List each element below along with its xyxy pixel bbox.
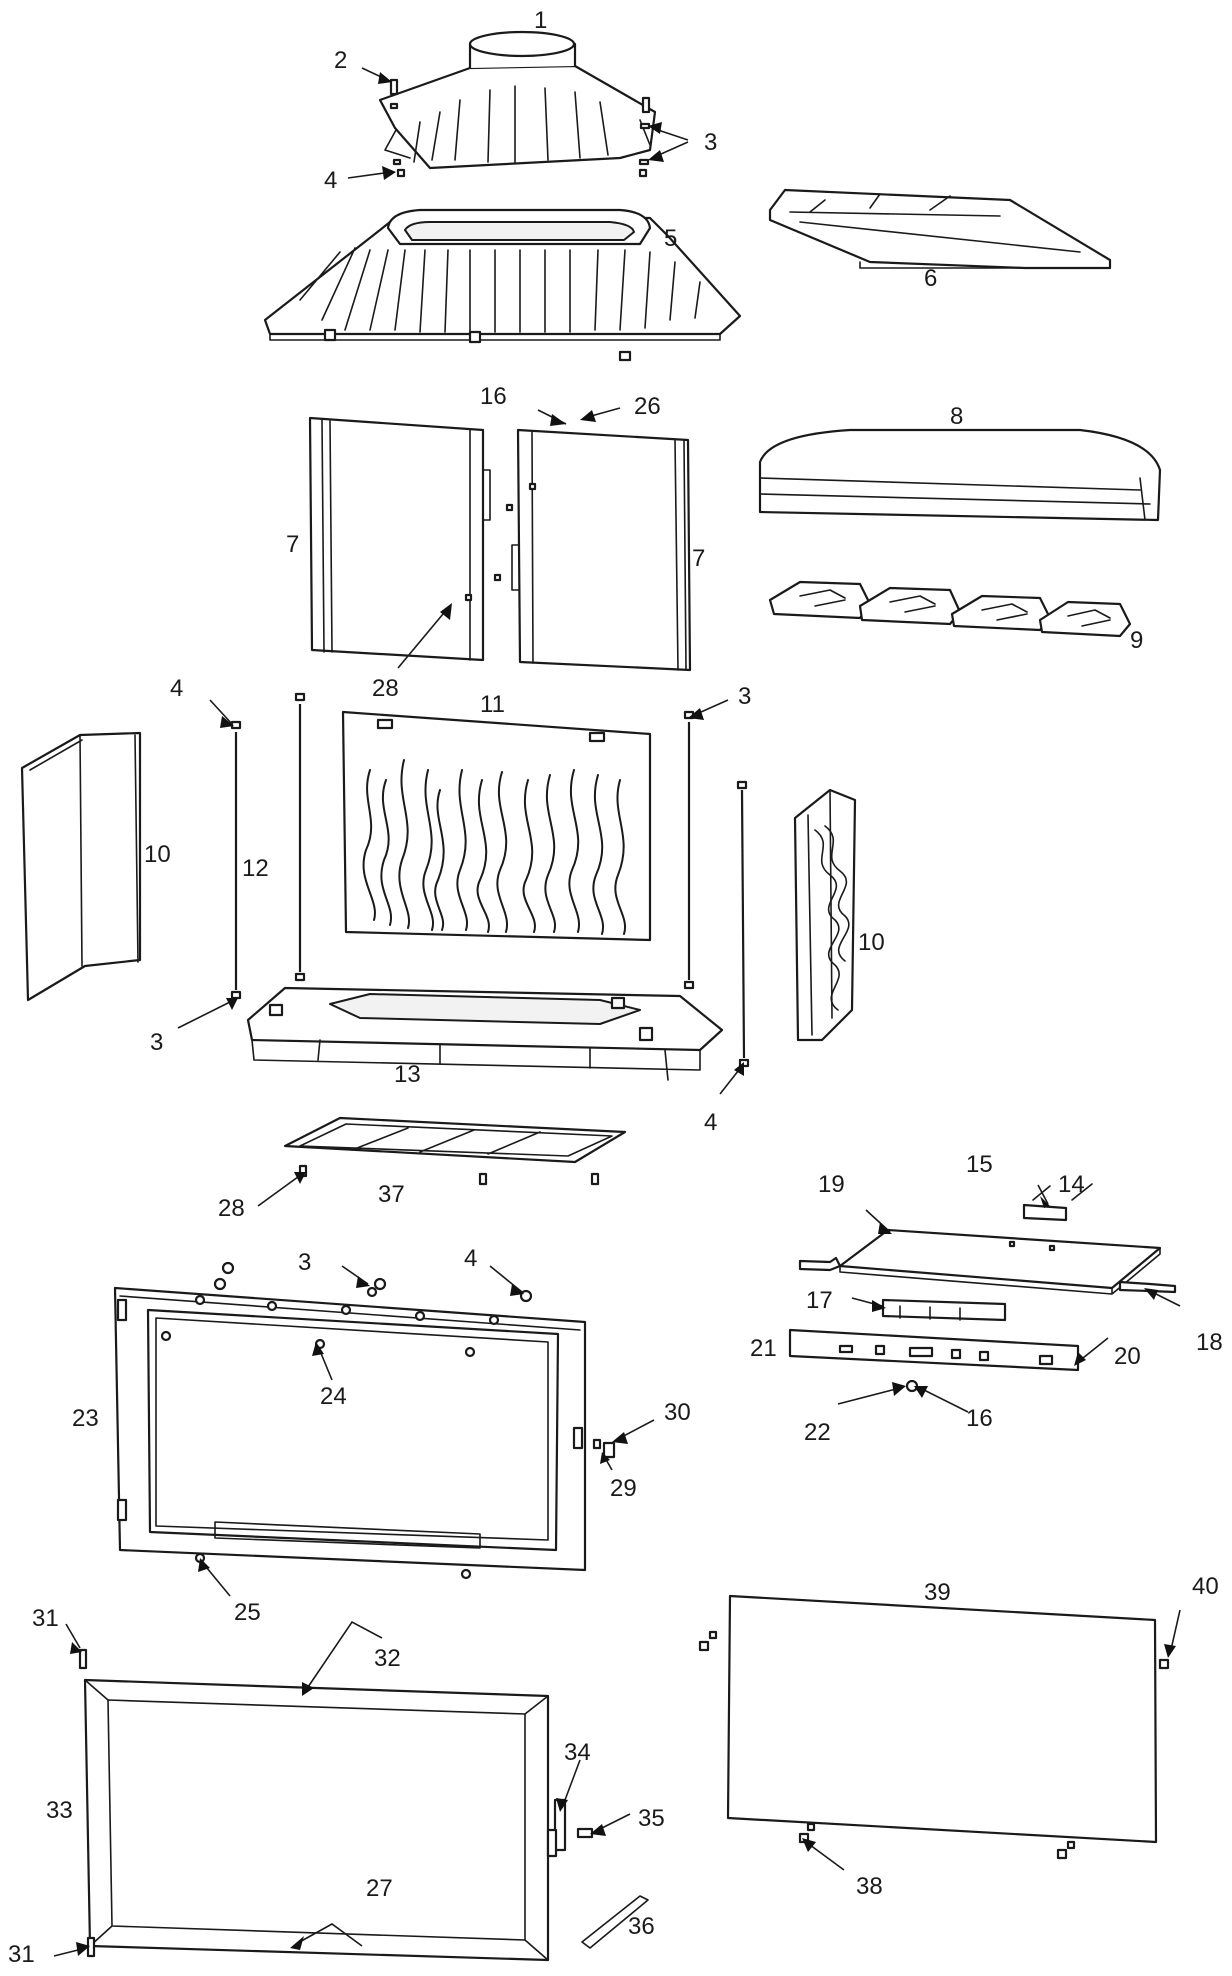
- callout-numbers: 1 2 3 4 5 6 16 26 8 7 7 28 9 4 11 3 10 1…: [8, 7, 1223, 1968]
- callout-21: 21: [750, 1335, 777, 1362]
- part-top-casting: [263, 208, 742, 362]
- callout-29: 29: [610, 1475, 637, 1502]
- callout-34: 34: [564, 1739, 591, 1766]
- callout-23: 23: [72, 1405, 99, 1432]
- callout-22: 22: [804, 1419, 831, 1446]
- callout-37: 37: [378, 1181, 405, 1208]
- callout-24: 24: [320, 1383, 347, 1410]
- callout-16: 16: [966, 1405, 993, 1432]
- part-flue-collar: [378, 30, 657, 170]
- part-rods: [230, 692, 750, 1068]
- part-handle: [581, 1895, 649, 1949]
- callout-30: 30: [664, 1399, 691, 1426]
- callout-11: 11: [480, 691, 505, 718]
- part-brick-ledge: [758, 428, 1162, 522]
- callout-15: 15: [966, 1151, 993, 1178]
- callout-5: 5: [664, 225, 677, 252]
- part-baffle-plate: [768, 188, 1112, 270]
- callout-3: 3: [704, 129, 717, 156]
- callout-38: 38: [856, 1873, 883, 1900]
- callout-36: 36: [628, 1913, 655, 1940]
- callout-16: 16: [480, 383, 507, 410]
- callout-26: 26: [634, 393, 661, 420]
- callout-3: 3: [738, 683, 751, 710]
- callout-19: 19: [818, 1171, 845, 1198]
- callout-31-bottom: 31: [8, 1941, 35, 1968]
- callout-4: 4: [704, 1109, 717, 1136]
- callout-10-right: 10: [858, 929, 885, 956]
- part-air-tray: [788, 1183, 1177, 1393]
- part-ash-grate: [283, 1116, 627, 1186]
- part-flame-grate: [341, 710, 652, 942]
- part-glass-panel: [698, 1594, 1170, 1860]
- callout-20: 20: [1114, 1343, 1141, 1370]
- callout-18: 18: [1196, 1329, 1223, 1356]
- callout-8: 8: [950, 403, 963, 430]
- callout-1: 1: [534, 7, 547, 34]
- part-side-panel-right: [493, 428, 692, 672]
- callout-2: 2: [334, 47, 347, 74]
- callout-17: 17: [806, 1287, 833, 1314]
- part-side-panel-left: [308, 416, 491, 662]
- callout-31-top: 31: [32, 1605, 59, 1632]
- callout-35: 35: [638, 1805, 665, 1832]
- part-door-bolts: [213, 1261, 533, 1303]
- callout-28: 28: [218, 1195, 245, 1222]
- callout-40: 40: [1192, 1573, 1219, 1600]
- callout-7-left: 7: [286, 531, 299, 558]
- callout-12: 12: [242, 855, 269, 882]
- callout-3: 3: [298, 1249, 311, 1276]
- callout-25: 25: [234, 1599, 261, 1626]
- part-glass-frame: [78, 1648, 594, 1962]
- part-screws-top: [389, 78, 651, 178]
- callout-32: 32: [374, 1645, 401, 1672]
- callout-28: 28: [372, 675, 399, 702]
- callout-39: 39: [924, 1579, 951, 1606]
- part-base-casting: [246, 986, 724, 1081]
- part-side-brick-left: [20, 731, 142, 1002]
- part-latch: [592, 1438, 616, 1459]
- part-door-frame: [113, 1286, 587, 1580]
- leaders: [53, 67, 1181, 1957]
- part-side-brick-right: [793, 788, 857, 1042]
- callout-27: 27: [366, 1875, 393, 1902]
- callout-33: 33: [46, 1797, 73, 1824]
- callout-13: 13: [394, 1061, 421, 1088]
- callout-10-left: 10: [144, 841, 171, 868]
- callout-4: 4: [170, 675, 183, 702]
- part-tiles: [768, 580, 1132, 638]
- callout-7-right: 7: [692, 545, 705, 572]
- callout-14: 14: [1058, 1171, 1085, 1198]
- callout-4: 4: [324, 167, 337, 194]
- callout-6: 6: [924, 265, 937, 292]
- callout-3: 3: [150, 1029, 163, 1056]
- callout-9: 9: [1130, 627, 1143, 654]
- callout-4: 4: [464, 1245, 477, 1272]
